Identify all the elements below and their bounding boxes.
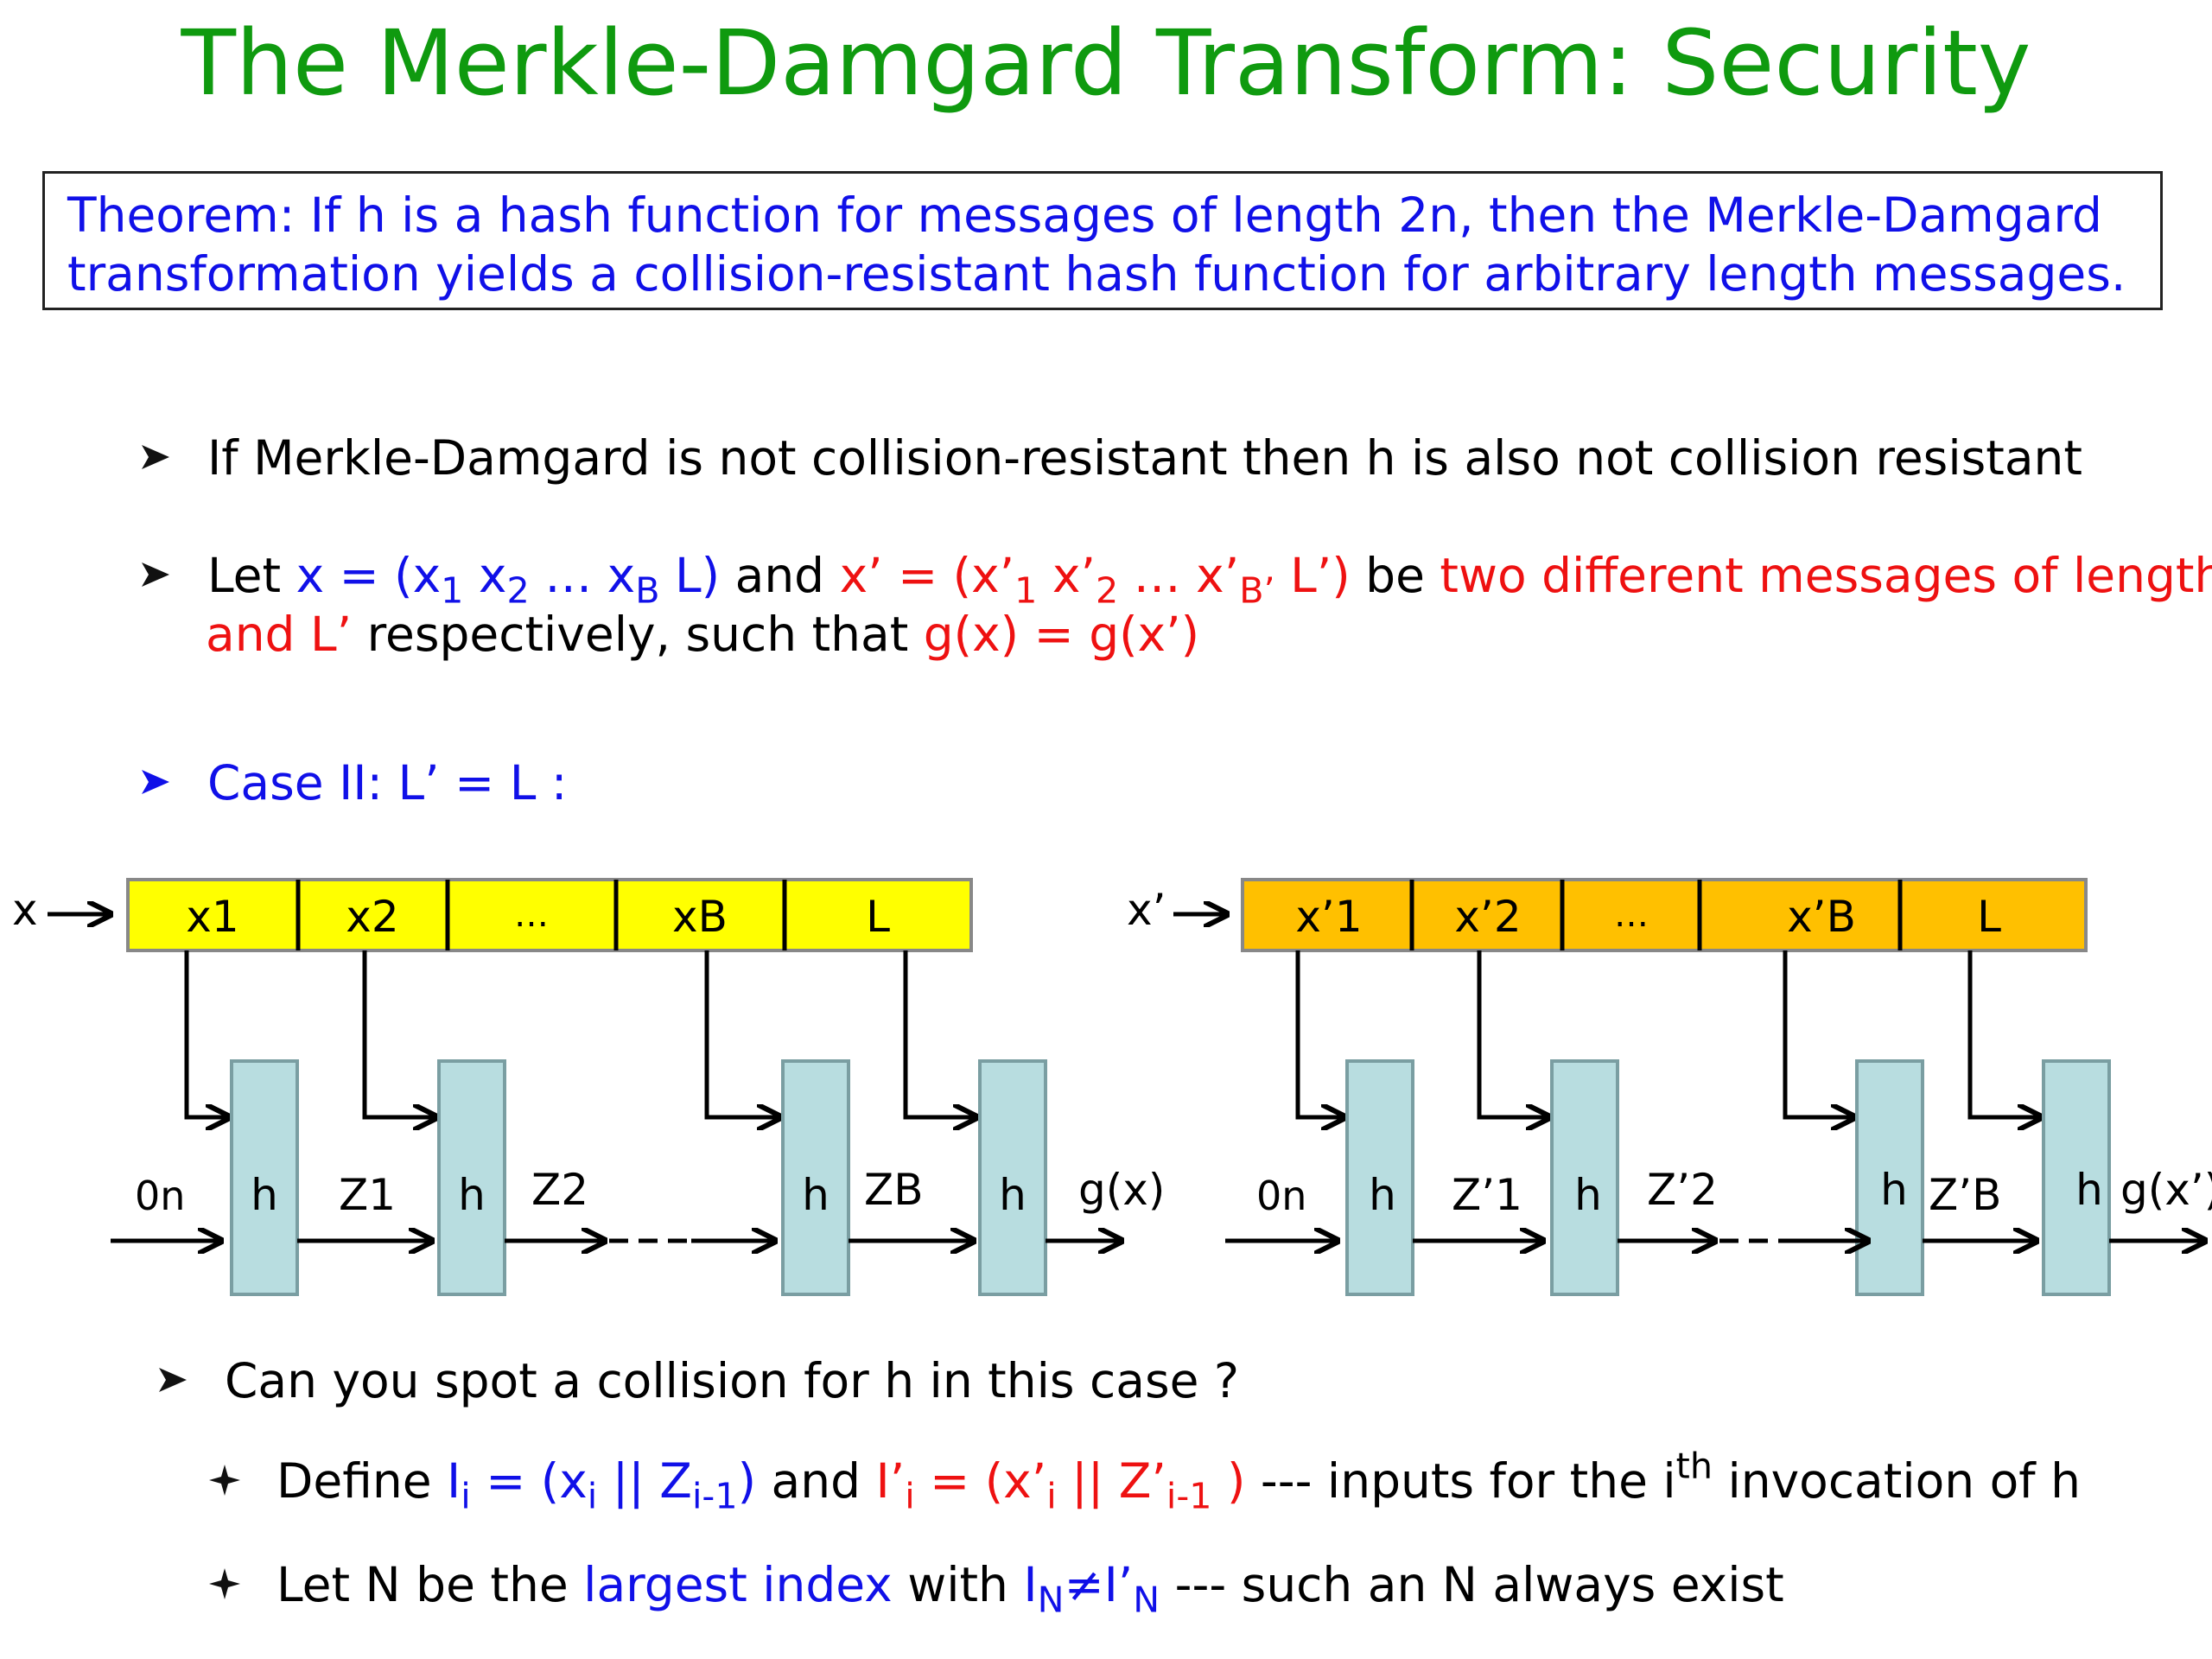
i-definition: Ii = (xi || Zi-1) — [447, 1453, 757, 1517]
left-input-label: x — [12, 885, 38, 935]
g-equality: g(x) = g(x’) — [923, 607, 1200, 662]
inequality: IN≠I’N — [1023, 1557, 1160, 1621]
right-h-label-4: h — [2075, 1165, 2103, 1215]
left-h-box-4 — [978, 1059, 1047, 1296]
left-h-box-3 — [781, 1059, 850, 1296]
left-message-bar — [126, 878, 973, 952]
bullet-5: Let N be the largest index with IN≠I’N -… — [207, 1555, 1784, 1621]
left-cell-2: … — [514, 895, 549, 935]
right-cell-4: L — [1977, 892, 2001, 942]
left-iv: 0n — [135, 1173, 185, 1219]
right-h-label-1: h — [1369, 1170, 1396, 1220]
right-zB: Z’B — [1929, 1170, 2001, 1220]
x-prime-definition: x’ = (x’1 x’2 … x’B’ L’) — [839, 548, 1351, 612]
different-messages-text: two different messages of length L — [1440, 548, 2212, 603]
bullet-1: If Merkle-Damgard is not collision-resis… — [138, 429, 2082, 487]
right-h-label-2: h — [1574, 1170, 1602, 1220]
page-title: The Merkle-Damgard Transform: Security — [181, 10, 2031, 116]
right-cell-0: x’1 — [1295, 892, 1362, 942]
respectively-text: respectively, such that — [352, 607, 924, 662]
bullet-2: Let x = (x1 x2 … xB L) and x’ = (x’1 x’2… — [138, 546, 2212, 612]
left-z1: Z1 — [339, 1170, 396, 1220]
right-z1: Z’1 — [1452, 1170, 1522, 1220]
bullet-3-text: Can you spot a collision for h in this c… — [225, 1353, 1240, 1408]
and-text: and — [756, 1453, 876, 1509]
left-chain: x x1 x2 … xB L h h h h 0n Z1 — [12, 878, 1165, 1296]
right-message-bar — [1241, 878, 2088, 952]
theorem-line-1: Theorem: If h is a hash function for mes… — [67, 188, 2102, 243]
case-text: Case II: L’ = L : — [207, 755, 568, 810]
right-chain: x’ x’1 x’2 … x’B L h h h h 0n Z’1 Z’2 Z — [1127, 878, 2212, 1296]
bullet-2-line-2: and L’ respectively, such that g(x) = g(… — [206, 605, 1199, 664]
left-h-label-4: h — [999, 1170, 1027, 1220]
and-text: and — [720, 548, 840, 603]
let-n-text: Let N be the — [276, 1557, 584, 1612]
merkle-damgard-diagram: x x1 x2 … xB L h h h h 0n Z1 — [12, 878, 2212, 1296]
right-h-box-3 — [1855, 1059, 1924, 1296]
right-z2: Z’2 — [1647, 1165, 1718, 1215]
and-l-prime-text: and L’ — [206, 607, 353, 662]
bullet-3: Can you spot a collision for h in this c… — [156, 1351, 1239, 1410]
x-definition: x = (x1 x2 … xB L) — [296, 548, 721, 612]
right-cell-2: … — [1614, 895, 1649, 935]
left-output: g(x) — [1078, 1165, 1165, 1215]
diamond-bullet-icon — [207, 1555, 249, 1614]
left-h-label-2: h — [458, 1170, 486, 1220]
arrow-bullet-icon — [156, 1351, 197, 1410]
right-h-box-2 — [1550, 1059, 1619, 1296]
left-h-label-3: h — [802, 1170, 830, 1220]
i-prime-definition: I’i = (x’i || Z’i-1 ) — [875, 1453, 1246, 1517]
right-h-label-3: h — [1880, 1165, 1908, 1215]
right-input-label: x’ — [1127, 885, 1166, 935]
right-iv: 0n — [1256, 1173, 1306, 1219]
be-text: be — [1350, 548, 1440, 603]
invocation-text: --- inputs for the ith invocation of h — [1245, 1445, 2081, 1509]
case-heading: Case II: L’ = L : — [138, 753, 567, 812]
left-z2: Z2 — [531, 1165, 588, 1215]
theorem-box: Theorem: If h is a hash function for mes… — [42, 171, 2163, 310]
arrow-bullet-icon — [138, 753, 180, 812]
left-h-box-1 — [230, 1059, 299, 1296]
right-output: g(x’) — [2120, 1165, 2212, 1215]
left-cell-0: x1 — [186, 892, 238, 942]
define-text: Define — [276, 1453, 448, 1509]
left-h-label-1: h — [251, 1170, 278, 1220]
right-cell-1: x’2 — [1454, 892, 1521, 942]
left-zB: ZB — [864, 1165, 924, 1215]
left-cell-4: L — [866, 892, 890, 942]
left-h-box-2 — [437, 1059, 506, 1296]
with-text: with — [892, 1557, 1024, 1612]
right-h-box-1 — [1345, 1059, 1414, 1296]
diamond-bullet-icon — [207, 1452, 249, 1510]
left-cell-1: x2 — [346, 892, 398, 942]
arrow-bullet-icon — [138, 429, 180, 487]
bullet-1-text: If Merkle-Damgard is not collision-resis… — [207, 430, 2082, 486]
such-an-n-text: --- such an N always exist — [1160, 1557, 1784, 1612]
right-h-box-4 — [2042, 1059, 2111, 1296]
arrow-bullet-icon — [138, 546, 180, 605]
bullet-4: Define Ii = (xi || Zi-1) and I’i = (x’i … — [207, 1445, 2081, 1517]
theorem-line-2: transformation yields a collision-resist… — [67, 246, 2126, 302]
right-cell-3: x’B — [1787, 892, 1856, 942]
let-text: Let — [207, 548, 296, 603]
largest-index-text: largest index — [583, 1557, 893, 1612]
left-cell-3: xB — [672, 892, 728, 942]
